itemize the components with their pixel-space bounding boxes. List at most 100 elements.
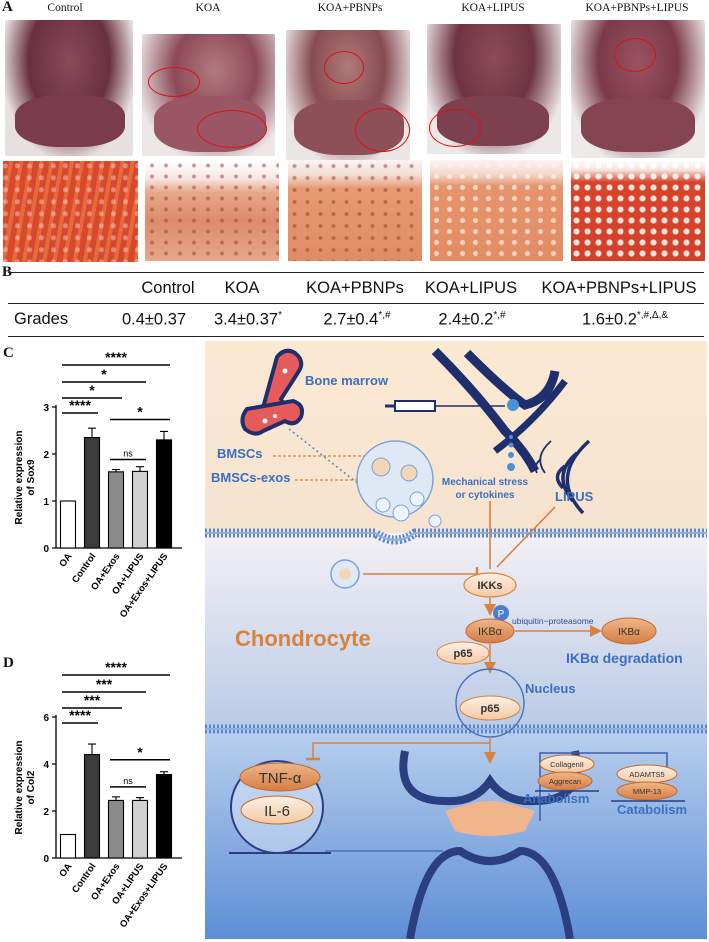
- catabolism-label: Catabolism: [617, 802, 687, 817]
- col2-bar: [107, 799, 125, 859]
- col2-ylabel: Relative expressionof Col2: [14, 741, 37, 835]
- bone-marrow-label: Bone marrow: [305, 373, 389, 388]
- p65-nucleus-label: p65: [481, 703, 500, 715]
- panel-label-c: C: [3, 345, 14, 361]
- bone-marrow-icon: [240, 348, 304, 436]
- panel-a-title-koa-pbnps-lipus: KOA+PBNPs+LIPUS: [585, 2, 689, 14]
- sox9-y-tick-label: 0: [43, 544, 49, 555]
- histology-koa: [145, 160, 279, 261]
- table-bottom-rule: [8, 336, 704, 337]
- mmp13-label: MMP-13: [633, 787, 661, 796]
- lesion-circle: [148, 67, 200, 97]
- histology-control: [3, 161, 138, 262]
- p65-nucleus-node: [459, 695, 521, 721]
- phospho-badge: [493, 605, 509, 621]
- cartilage-joint-icon: [399, 750, 581, 939]
- grade-koa-pbnps: 2.7±0.4*,#: [323, 310, 391, 329]
- adamts5-label: ADAMTS5: [629, 770, 664, 779]
- table-mid-rule: [8, 303, 704, 304]
- syringe-icon: [385, 400, 505, 412]
- sox9-bar: [83, 437, 101, 549]
- sox9-bar: [59, 500, 77, 549]
- sox9-y-tick-label: 3: [43, 403, 49, 414]
- p65-upper-node: [436, 641, 490, 665]
- bmscs-vesicle-cluster: [356, 440, 442, 528]
- panel-a-title-koa-lipus: KOA+LIPUS: [461, 2, 525, 14]
- aggrecan-label: Aggrecan: [549, 777, 581, 786]
- ikba-node: [465, 618, 515, 644]
- gross-photo-koa-lipus: [427, 24, 561, 154]
- panel-a-title-control: Control: [47, 2, 83, 14]
- il6-node: [240, 795, 314, 825]
- ikba-degraded-node: [601, 617, 657, 645]
- ikks-node: [463, 572, 517, 598]
- col2-y-tick-label: 2: [43, 807, 49, 818]
- lipus-inhibit-line: [496, 506, 556, 568]
- mmp13-node: [616, 781, 678, 801]
- lesion-circle: [324, 51, 364, 84]
- collagen-label: CollagenII: [550, 760, 584, 769]
- bmscs-label: BMSCs: [217, 446, 263, 461]
- chondrocyte-label: Chondrocyte: [235, 626, 371, 651]
- lesion-circle: [197, 110, 267, 148]
- knee-joint-icon: [431, 347, 568, 474]
- sox9-category-label: OA: [57, 551, 74, 569]
- col2-bar: [131, 799, 149, 859]
- grades-header-koa: KOA: [224, 279, 260, 297]
- col2-significance-label: ****: [105, 659, 127, 675]
- table-top-rule: [8, 272, 704, 273]
- grade-koa: 3.4±0.37*: [213, 310, 282, 329]
- grades-header-koa-lipus: KOA+LIPUS: [424, 279, 518, 297]
- sox9-significance-label: ns: [123, 449, 133, 459]
- grade-koa-pbnps-lipus: 1.6±0.2*,#,Δ,&: [581, 310, 669, 329]
- lipus-label: LIPUS: [555, 489, 594, 504]
- col2-category-label: OA: [57, 861, 74, 879]
- p65-upper-label: p65: [454, 648, 473, 660]
- col2-bar: [83, 754, 101, 859]
- sox9-y-tick-label: 2: [43, 450, 49, 461]
- chart-col2: Relative expressionof Col20246OAControlO…: [14, 659, 182, 930]
- col2-significance-label: ***: [84, 692, 101, 708]
- sox9-significance-label: *: [101, 366, 107, 382]
- sox9-significance-label: *: [137, 403, 143, 419]
- phospho-label: P: [498, 609, 505, 620]
- anabolism-label: Anabolism: [523, 791, 589, 806]
- sox9-significance-label: ****: [105, 349, 127, 365]
- ubiquitin-label: ubiquitin−proteasome: [512, 616, 594, 626]
- lesion-circle: [355, 108, 410, 152]
- col2-y-tick-label: 0: [43, 854, 49, 865]
- aggrecan-node: [537, 771, 593, 791]
- nucleus-label: Nucleus: [525, 681, 576, 696]
- sox9-bar: [131, 470, 149, 549]
- chart-sox9: Relative expressionof Sox90123OAControlO…: [14, 349, 182, 620]
- col2-y-tick-label: 4: [43, 760, 49, 771]
- grades-header-control: Control: [141, 279, 195, 297]
- panel-a-title-koa: KOA: [195, 2, 221, 14]
- histology-koa-lipus: [430, 160, 563, 261]
- panel-label-d: D: [3, 655, 14, 671]
- col2-y-tick-label: 6: [43, 713, 49, 724]
- panel-a-title-koa-pbnps: KOA+PBNPs: [317, 2, 383, 14]
- cell-membrane: [205, 528, 707, 545]
- panel-label-b: B: [2, 264, 13, 280]
- droplets-icon: [507, 435, 515, 471]
- gross-photo-control: [5, 20, 133, 156]
- ikba-degraded-label: IKBα: [618, 627, 640, 638]
- ikba-degradation-label: IKBα degradation: [566, 650, 683, 666]
- anabolism-catabolism-bracket: [539, 752, 668, 821]
- lesion-circle: [429, 109, 481, 147]
- col2-bar: [155, 774, 173, 859]
- sox9-significance-label: ****: [69, 397, 91, 413]
- sox9-y-tick-label: 1: [43, 497, 49, 508]
- cytokine-inhibit-path: [312, 742, 490, 759]
- mechanical-stress-label: Mechanical stress: [442, 477, 529, 488]
- tnf-label: TNF-α: [259, 770, 302, 787]
- grades-header-koa-pbnps-lipus: KOA+PBNPs+LIPUS: [541, 279, 697, 297]
- ikks-label: IKKs: [477, 580, 502, 592]
- col2-significance-label: ****: [69, 707, 91, 723]
- exosome-uptake-icon: [330, 559, 360, 589]
- histology-koa-pbnps-lipus: [571, 160, 705, 261]
- col2-significance-label: *: [137, 744, 143, 760]
- col2-significance-label: ***: [96, 676, 113, 692]
- col2-significance-label: ns: [123, 776, 133, 786]
